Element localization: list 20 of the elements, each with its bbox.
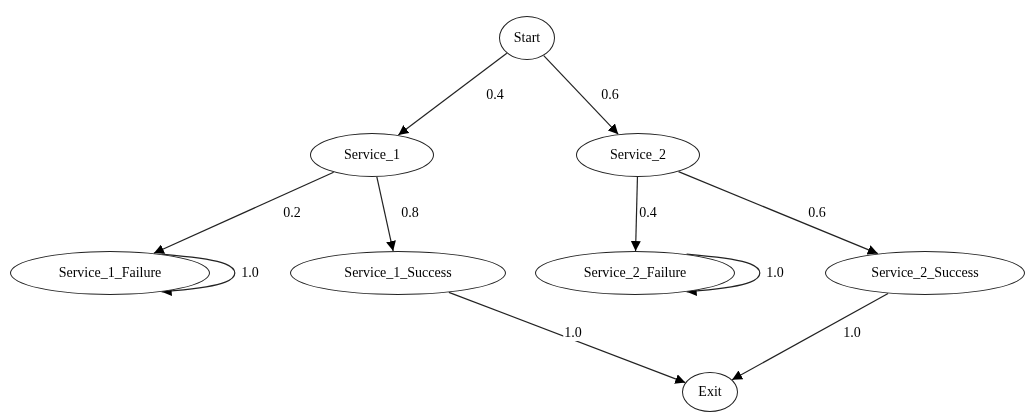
state-ellipse — [682, 372, 738, 412]
arrow — [630, 176, 641, 252]
arrow — [686, 253, 761, 296]
arrow — [376, 176, 396, 252]
state-label: Service_2 — [610, 147, 666, 163]
arrow — [161, 253, 236, 296]
state-label: Service_1 — [344, 147, 400, 163]
state-ellipse — [499, 16, 555, 60]
state-label: Service_2_Failure — [583, 265, 687, 281]
state-label: Service_1_Failure — [58, 265, 162, 281]
state-label: Exit — [698, 384, 722, 400]
arrow — [397, 52, 508, 136]
edge-label: 1.0 — [563, 325, 583, 341]
state-label: Service_1_Success — [344, 265, 452, 281]
state-label: Service_2_Success — [871, 265, 979, 281]
arrow — [543, 55, 619, 135]
arrow — [677, 171, 879, 255]
arrow — [153, 171, 335, 254]
arrow — [448, 291, 686, 384]
state-label: Start — [513, 30, 541, 46]
